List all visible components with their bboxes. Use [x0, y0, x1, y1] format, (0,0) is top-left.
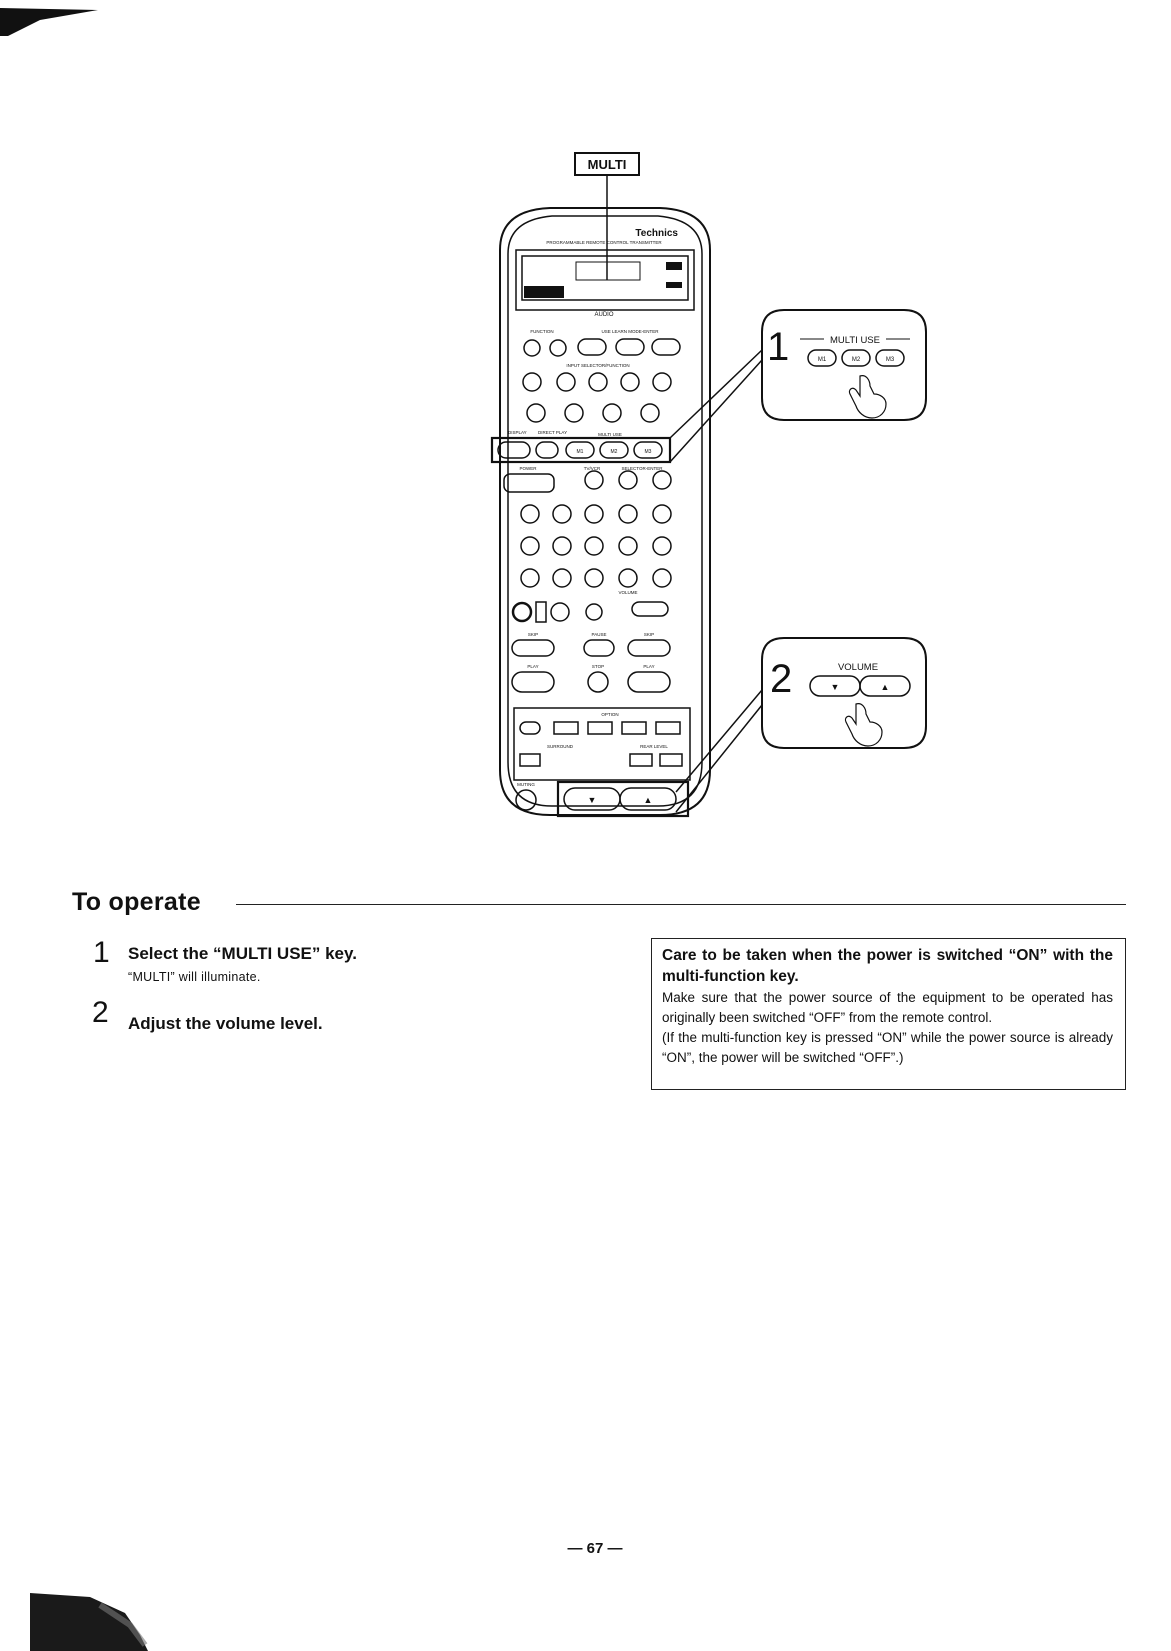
volume-small-label: VOLUME	[618, 590, 637, 595]
power-label: POWER	[519, 466, 537, 471]
skip-label-right: SKIP	[644, 632, 654, 637]
scan-artifact-bottom-left	[30, 1593, 148, 1651]
stop-label: STOP	[592, 664, 604, 669]
step-2-number: 2	[92, 996, 109, 1029]
remote-control-illustration: MULTI Technics PROGRAMMABLE REMOTE CONTR…	[490, 152, 927, 818]
section-heading: To operate	[72, 888, 201, 916]
caution-title: Care to be taken when the power is switc…	[662, 947, 1113, 985]
heading-rule	[236, 904, 1126, 905]
caution-box: Care to be taken when the power is switc…	[651, 938, 1126, 1090]
caution-paragraph-1: Make sure that the power source of the e…	[662, 990, 1113, 1025]
skip-label-left: SKIP	[528, 632, 538, 637]
step-1-number: 1	[93, 936, 110, 969]
callout-m2-label: M2	[852, 357, 861, 363]
callout-m1-label: M1	[818, 357, 827, 363]
display-label: DISPLAY	[508, 430, 527, 435]
step-1-title: Select the “MULTI USE” key.	[128, 944, 357, 963]
m3-small-label: M3	[645, 449, 652, 455]
page-number: — 67 —	[567, 1540, 623, 1557]
pause-label: PAUSE	[592, 632, 607, 637]
direct-play-label: DIRECT PLAY	[538, 430, 567, 435]
callout-2-number: 2	[770, 657, 792, 701]
step-1-note: “MULTI” will illuminate.	[128, 970, 261, 984]
callout-m3-label: M3	[886, 357, 895, 363]
multi-use-small-label: MULTI USE	[598, 432, 622, 437]
input-selector-label: INPUT SELECTOR/FUNCTION	[566, 363, 629, 368]
multi-indicator-label: MULTI	[588, 157, 627, 172]
muting-label: MUTING	[517, 782, 535, 787]
m1-small-label: M1	[577, 449, 584, 455]
callout-1-label: MULTI USE	[830, 335, 880, 346]
vol-down-symbol: ▼	[588, 795, 597, 805]
brand-logo: Technics	[635, 228, 678, 239]
tv-vcr-label: TV/VCR	[584, 466, 601, 471]
remote-model-text: PROGRAMMABLE REMOTE CONTROL TRANSMITTER	[546, 240, 662, 245]
callout-vol-down: ▼	[831, 682, 840, 692]
audio-section-label: AUDIO	[594, 312, 613, 318]
function-label: FUNCTION	[530, 329, 553, 334]
play-label-right: PLAY	[643, 664, 654, 669]
caution-body: Make sure that the power source of the e…	[662, 988, 1113, 1068]
vol-up-symbol: ▲	[644, 795, 653, 805]
use-learn-label: USE LEARN MODE-ENTER	[601, 329, 659, 334]
rear-level-label: REAR LEVEL	[640, 744, 668, 749]
callout-vol-up: ▲	[881, 682, 890, 692]
caution-paragraph-2: (If the multi-function key is pressed “O…	[662, 1030, 1113, 1065]
m2-small-label: M2	[611, 449, 618, 455]
selector-enter-label: SELECTOR-ENTER	[622, 466, 664, 471]
step-2-title: Adjust the volume level.	[128, 1014, 323, 1033]
scan-artifact-top-left	[0, 8, 98, 36]
option-label: OPTION	[601, 712, 618, 717]
surround-label: SURROUND	[547, 744, 574, 749]
callout-2-label: VOLUME	[838, 662, 878, 673]
play-label-left: PLAY	[527, 664, 538, 669]
callout-1-number: 1	[767, 325, 789, 369]
